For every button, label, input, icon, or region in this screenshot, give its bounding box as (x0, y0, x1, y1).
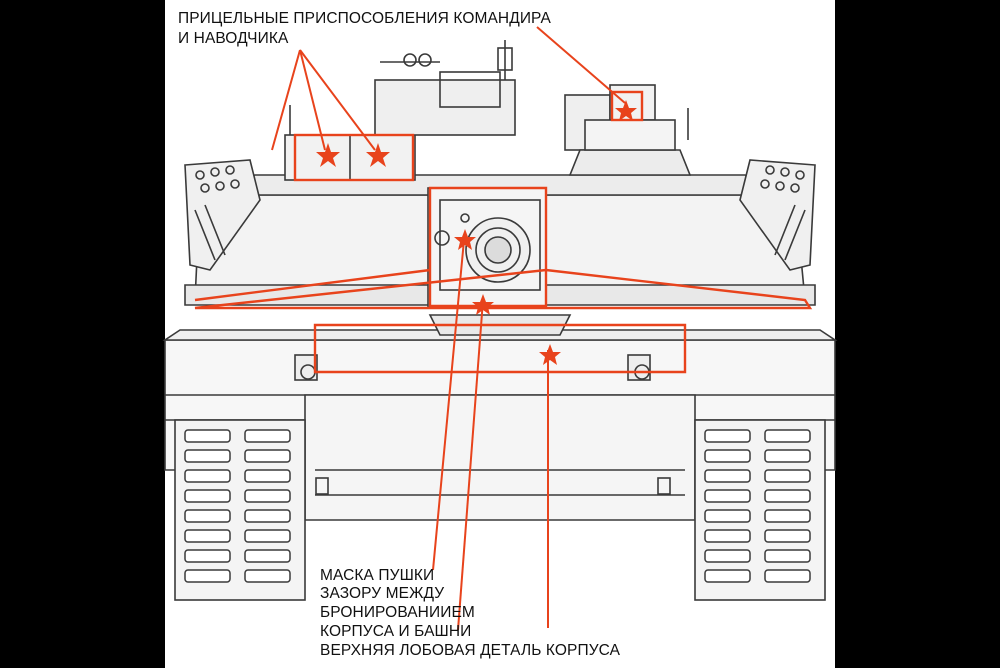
star-marker (539, 344, 561, 365)
star-marker (615, 100, 637, 121)
left-track-links (184, 429, 291, 583)
mantlet-label: МАСКА ПУШКИ (320, 567, 435, 584)
weak-zone-outlines (194, 90, 813, 374)
sights-label-line2: И НАВОДЧИКА (178, 30, 289, 47)
star-marker (316, 143, 340, 167)
gap-label-line3: КОРПУСА И БАШНИ (320, 623, 472, 640)
glacis-outline (313, 323, 687, 374)
sights-label-line1: ПРИЦЕЛЬНЫЕ ПРИСПОСОБЛЕНИЯ КОМАНДИРА (178, 10, 551, 27)
gunner-sight-outline (293, 133, 415, 182)
right-track-links (704, 429, 811, 583)
commander-sight-outline (610, 90, 644, 122)
gap-label-line1: ЗАЗОРУ МЕЖДУ (320, 585, 445, 602)
gap-outline (194, 268, 813, 310)
star-marker (454, 229, 476, 250)
mantlet-outline (428, 186, 548, 308)
star-marker (472, 294, 494, 315)
glacis-label: ВЕРХНЯЯ ЛОБОВАЯ ДЕТАЛЬ КОРПУСА (320, 642, 621, 659)
star-marker (366, 143, 390, 167)
leader-lines (271, 26, 626, 631)
hit-markers (316, 100, 637, 365)
gap-label-line2: БРОНИРОВАНИИЕМ (320, 604, 475, 621)
